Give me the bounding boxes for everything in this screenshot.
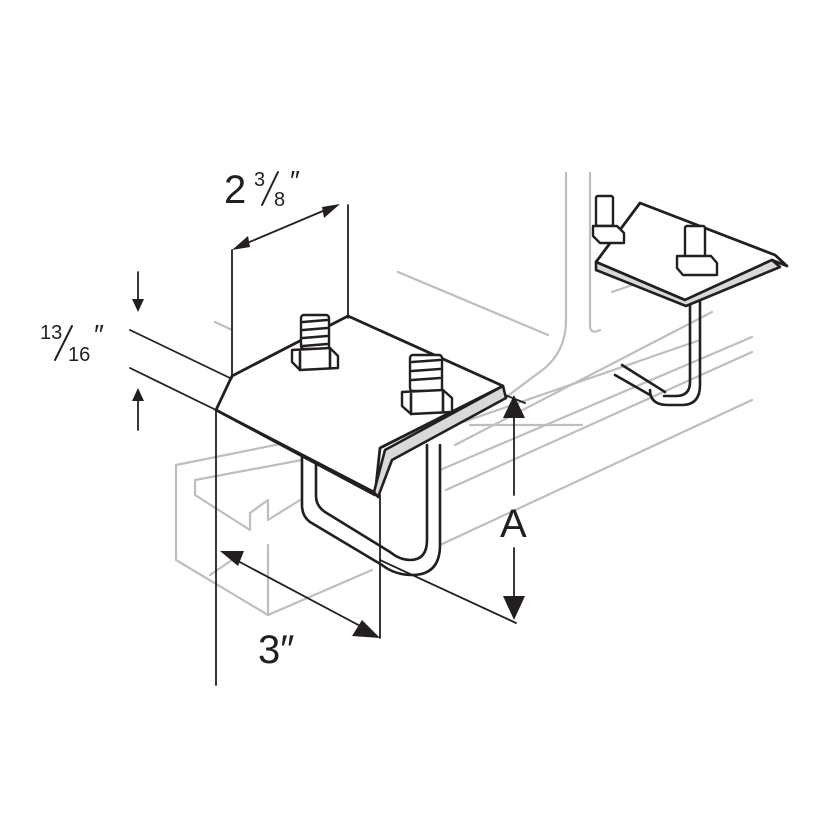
- depth-label: A: [500, 502, 527, 546]
- length-arrow-right: [352, 620, 380, 638]
- depth-arrow-bottom: [503, 596, 525, 620]
- main-beam-clamp: [214, 313, 508, 577]
- height-ext-top: [129, 329, 231, 379]
- strut-channel-top-inner: [193, 458, 304, 482]
- far-bolt-right: [675, 224, 719, 277]
- strut-channel-left-edge: [208, 558, 234, 577]
- far-beam-clamp: [591, 194, 789, 407]
- strut-channel-bottom: [266, 568, 374, 617]
- height-label-fraction-slash: [54, 325, 73, 361]
- labels: 2 3 8 ″ 13 16 ″ 3″ A: [40, 165, 527, 672]
- main-ubolt-inner: [314, 443, 429, 562]
- height-arrow-bottom: [132, 388, 144, 401]
- ibeam-flange-top: [396, 270, 550, 337]
- far-ubolt-left: [620, 363, 667, 394]
- length-dim-line: [235, 559, 365, 629]
- width-label-whole: 2: [224, 168, 246, 212]
- height-label-numerator: 13: [40, 322, 62, 344]
- ibeam-flange-under-2: [453, 310, 714, 447]
- width-label-fraction-slash: [261, 171, 279, 206]
- main-plate-lip: [372, 384, 508, 499]
- depth-ext-bottom: [379, 559, 517, 624]
- width-label-inch: ″: [290, 165, 300, 196]
- main-bolt-left: [290, 313, 340, 372]
- height-arrow-top: [132, 299, 144, 312]
- ibeam-web: [503, 171, 568, 400]
- strut-channel-lip-inner: [193, 478, 252, 532]
- height-ext-bottom: [129, 367, 217, 411]
- width-label-numerator: 3: [254, 169, 265, 191]
- far-ubolt-inner: [662, 298, 692, 398]
- strut-channel-lip-right: [248, 498, 302, 522]
- far-ubolt: [648, 298, 702, 407]
- far-bolt-left: [591, 194, 626, 245]
- length-label: 3″: [258, 628, 294, 672]
- main-bolt-right: [400, 353, 454, 416]
- width-dim-line: [239, 207, 331, 247]
- main-ubolt-outer: [300, 443, 442, 577]
- depth-arrow-top: [503, 395, 525, 418]
- width-label-denominator: 8: [274, 189, 285, 211]
- height-label-denominator: 16: [68, 344, 90, 366]
- width-arrow-left: [232, 236, 250, 250]
- strut-channel-bottom-right: [438, 398, 754, 547]
- strut-channel-lip: [174, 463, 270, 617]
- ibeam-web-back: [588, 171, 602, 333]
- width-arrow-right: [322, 204, 340, 218]
- ibeam-flange-left: [213, 320, 234, 332]
- far-ubolt-left-2: [613, 373, 652, 397]
- length-arrow-left: [220, 551, 244, 566]
- height-label-inch: ″: [94, 319, 104, 350]
- main-plate-front-edge: [214, 408, 376, 494]
- dimensions: [129, 204, 526, 686]
- far-plate-lip: [594, 258, 782, 308]
